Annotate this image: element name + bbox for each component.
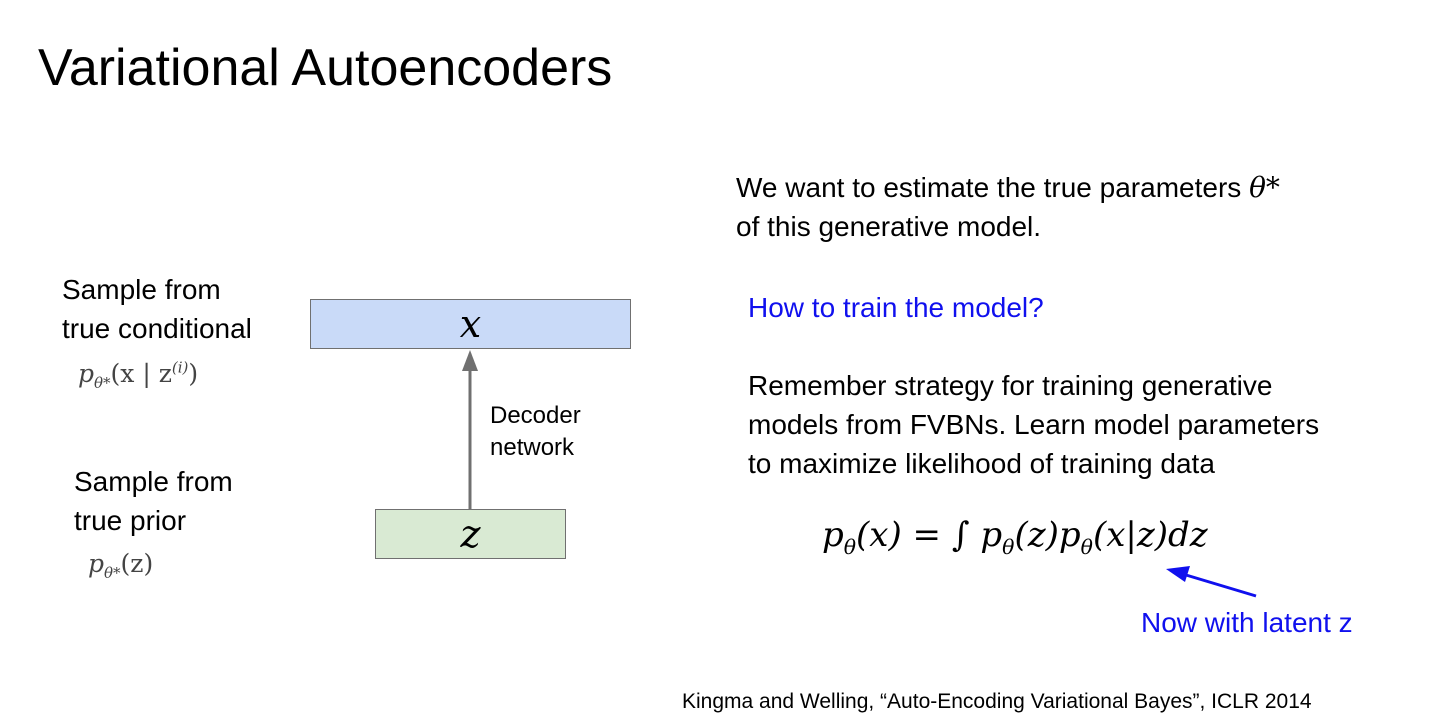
eq-t2-arg: (x|z)dz	[1092, 515, 1208, 555]
estimate-text: We want to estimate the true parameters …	[736, 168, 1280, 246]
formula-args: (x | z	[110, 359, 172, 388]
eq-t1-sub: θ	[1002, 534, 1015, 559]
formula-sub: θ*	[94, 374, 111, 392]
sample-prior-line2: true prior	[74, 505, 187, 536]
prior-sub: θ*	[104, 564, 121, 582]
formula-p: p	[78, 359, 95, 388]
formula-close: )	[188, 359, 199, 388]
slide-title: Variational Autoencoders	[38, 39, 613, 97]
estimate-line2: of this generative model.	[736, 211, 1042, 242]
sample-conditional-label: Sample from true conditional	[62, 270, 252, 348]
eq-t1-p: p	[980, 515, 1003, 555]
strategy-text: Remember strategy for training generativ…	[748, 366, 1319, 483]
estimate-line1: We want to estimate the true parameters …	[736, 168, 1280, 207]
latent-note-arrow	[1166, 566, 1257, 598]
x-variable: x	[459, 302, 482, 346]
prior-args: (z)	[120, 549, 154, 578]
decoder-arrowhead	[462, 350, 478, 371]
sample-conditional-line2: true conditional	[62, 313, 252, 344]
eq-integral: ∫	[951, 515, 970, 555]
z-variable: z	[460, 512, 481, 556]
eq-t2-sub: θ	[1080, 534, 1093, 559]
sample-prior-label: Sample from true prior	[74, 462, 233, 540]
eq-t2-p: p	[1058, 515, 1081, 555]
prior-formula: pθ*(z)	[88, 546, 153, 582]
prior-p: p	[88, 549, 105, 578]
latent-note-arrow-shaft	[1185, 573, 1257, 598]
formula-sup: (i)	[171, 358, 189, 377]
decoder-label-line1: Decoder	[490, 402, 581, 429]
eq-t1-arg: (z)	[1014, 515, 1059, 555]
eq-lhs-sub: θ	[843, 534, 857, 559]
conditional-formula: pθ*(x | z(i))	[78, 356, 198, 392]
eq-lhs-arg: (x) =	[856, 515, 952, 555]
decoder-label-line2: network	[490, 434, 575, 461]
likelihood-equation: pθ(x) = ∫ pθ(z)pθ(x|z)dz	[822, 512, 1208, 558]
citation: Kingma and Welling, “Auto-Encoding Varia…	[682, 690, 1312, 713]
eq-lhs-p: p	[822, 515, 844, 555]
decoder-arrow	[462, 350, 478, 509]
estimate-line1-text: We want to estimate the true parameters	[736, 172, 1250, 203]
latent-z-note: Now with latent z	[1141, 607, 1353, 638]
sample-conditional-line1: Sample from	[62, 274, 221, 305]
strategy-line3: to maximize likelihood of training data	[748, 448, 1215, 479]
observation-x-box: x	[310, 299, 631, 349]
theta-star: θ*	[1249, 171, 1280, 204]
latent-z-box: z	[375, 509, 566, 559]
latent-note-arrowhead	[1166, 566, 1190, 582]
strategy-line1: Remember strategy for training generativ…	[748, 370, 1273, 401]
strategy-line2: models from FVBNs. Learn model parameter…	[748, 409, 1320, 440]
training-question: How to train the model?	[748, 292, 1044, 323]
decoder-network-label: Decoder network	[490, 400, 581, 464]
sample-prior-line1: Sample from	[74, 466, 233, 497]
